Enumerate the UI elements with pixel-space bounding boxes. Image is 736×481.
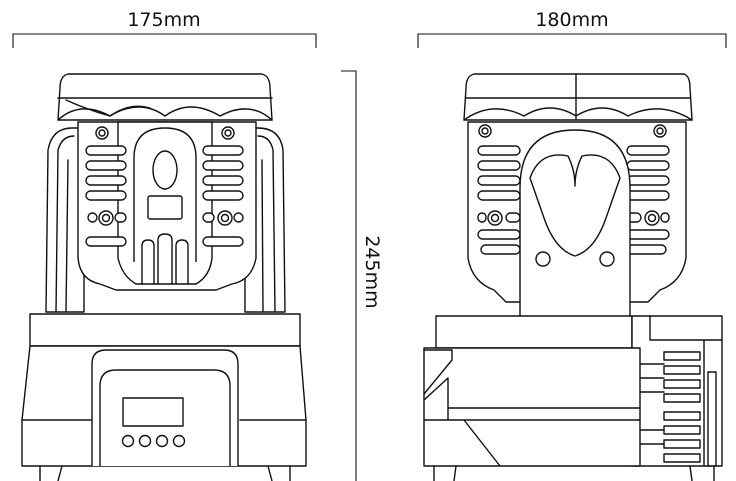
height-dimension: 245mm (341, 70, 383, 481)
front-view (21, 73, 307, 481)
side-base (423, 315, 723, 481)
side-view (423, 73, 723, 481)
front-head-body (77, 121, 257, 291)
front-width-dimension: 175mm (12, 9, 317, 48)
front-top-cover (57, 73, 273, 121)
front-base (21, 313, 307, 481)
side-width-label: 180mm (535, 9, 608, 31)
height-label: 245mm (361, 235, 383, 308)
front-width-label: 175mm (127, 9, 200, 31)
side-yoke-arm (519, 129, 631, 319)
side-top-cover (463, 73, 693, 121)
side-width-dimension: 180mm (417, 9, 727, 48)
